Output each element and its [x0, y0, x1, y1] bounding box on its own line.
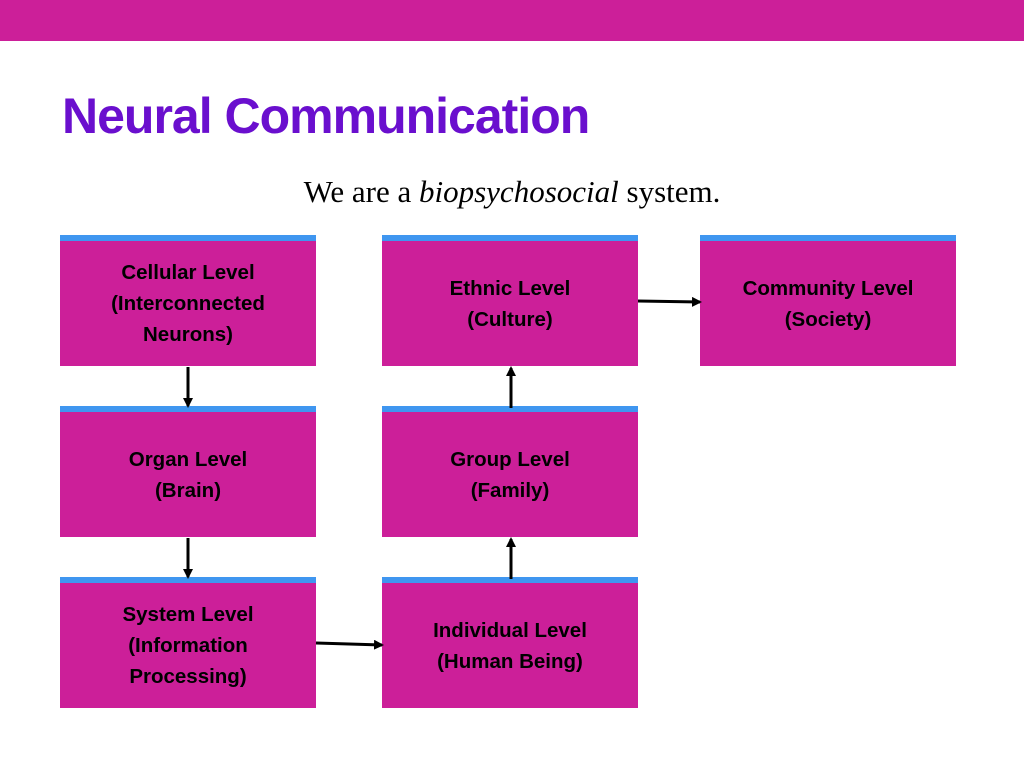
- cellular-level-label: Cellular Level (Interconnected Neurons): [103, 257, 273, 350]
- arrow-system-to-individual: [315, 639, 384, 650]
- top-accent-bar: [0, 0, 1024, 41]
- system-level-detail-2: Processing): [129, 665, 247, 688]
- ethnic-level-detail: (Culture): [467, 307, 553, 331]
- cellular-level-detail-2: Neurons): [143, 323, 233, 346]
- subtitle-text-after: system.: [618, 174, 721, 209]
- group-level-label: Group Level (Family): [442, 444, 578, 506]
- organ-level-label: Organ Level (Brain): [121, 444, 256, 506]
- individual-level-detail: (Human Being): [437, 649, 583, 673]
- community-level-title: Community Level: [742, 276, 914, 300]
- individual-level-box: Individual Level (Human Being): [382, 577, 638, 708]
- community-level-label: Community Level (Society): [735, 273, 922, 335]
- ethnic-level-title: Ethnic Level: [449, 276, 571, 300]
- individual-level-label: Individual Level (Human Being): [425, 615, 595, 677]
- cellular-level-box: Cellular Level (Interconnected Neurons): [60, 235, 316, 366]
- organ-level-detail: (Brain): [154, 478, 222, 502]
- ethnic-level-box: Ethnic Level (Culture): [382, 235, 638, 366]
- organ-level-title: Organ Level: [128, 447, 248, 471]
- slide-subtitle: We are a biopsychosocial system.: [0, 170, 1024, 214]
- system-level-label: System Level (Information Processing): [114, 599, 261, 692]
- arrow-ethnic-to-community: [637, 296, 702, 307]
- individual-level-title: Individual Level: [433, 618, 587, 642]
- subtitle-text-before: We are a: [303, 174, 419, 209]
- slide-title: Neural Communication: [62, 88, 590, 144]
- organ-level-box: Organ Level (Brain): [60, 406, 316, 537]
- ethnic-level-label: Ethnic Level (Culture): [442, 273, 579, 335]
- group-level-box: Group Level (Family): [382, 406, 638, 537]
- system-level-detail-1: (Information: [128, 634, 248, 657]
- community-level-box: Community Level (Society): [700, 235, 956, 366]
- system-level-title: System Level: [122, 603, 254, 626]
- group-level-detail: (Family): [470, 478, 550, 502]
- system-level-box: System Level (Information Processing): [60, 577, 316, 708]
- group-level-title: Group Level: [450, 447, 570, 471]
- subtitle-emphasis: biopsychosocial: [419, 174, 619, 209]
- community-level-detail: (Society): [784, 307, 872, 331]
- cellular-level-detail-1: (Interconnected: [111, 292, 265, 315]
- cellular-level-title: Cellular Level: [121, 261, 255, 284]
